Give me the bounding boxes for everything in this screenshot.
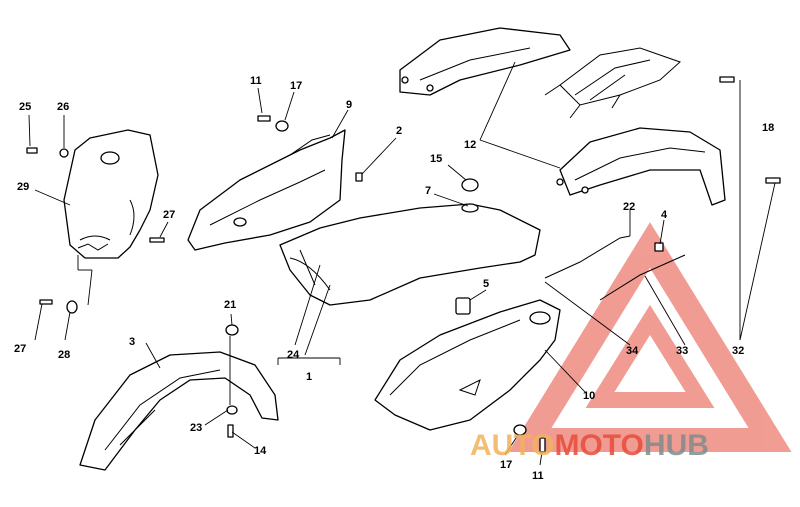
left-side-panel: [187, 129, 346, 251]
fender-fasteners: [225, 324, 546, 453]
callout-34: 34: [626, 345, 639, 357]
callout-labels: 25 26 29 27 27 28 11 17 9 2 15 7 12 18 2…: [14, 75, 774, 482]
callout-33: 33: [676, 345, 688, 357]
callout-32: 32: [732, 345, 744, 357]
rear-fender-upper: [399, 27, 571, 96]
front-number-plate: [63, 129, 159, 259]
screw-2: [355, 172, 363, 182]
watermark-hub: HUB: [644, 429, 709, 462]
support-rods: [544, 235, 686, 301]
callout-27: 27: [14, 343, 26, 355]
callout-11: 11: [250, 75, 262, 87]
fuel-cap: [461, 178, 479, 213]
callout-10: 10: [583, 390, 595, 402]
leader-lines: [28, 61, 776, 466]
tank-cover: [279, 203, 541, 306]
rear-rack: [544, 47, 681, 119]
callout-14: 14: [254, 445, 267, 457]
callout-18: 18: [762, 122, 774, 134]
callout-12: 12: [464, 139, 476, 151]
callout-1: 1: [306, 371, 312, 383]
watermark-text: AUTOMOTOHUB: [470, 429, 709, 462]
callout-4: 4: [661, 209, 668, 221]
watermark-logo: [508, 222, 792, 452]
watermark-moto: MOTO: [554, 429, 643, 462]
callout-17: 17: [500, 459, 512, 471]
front-fender: [79, 351, 279, 471]
callout-3: 3: [129, 336, 135, 348]
callout-5: 5: [483, 278, 489, 290]
rear-fender-lower: [556, 127, 726, 206]
right-side-panel: [374, 299, 561, 431]
callout-2: 2: [396, 125, 402, 137]
callout-22: 22: [623, 201, 635, 213]
callout-15: 15: [430, 153, 442, 165]
callout-27: 27: [163, 209, 175, 221]
clip-5: [455, 297, 471, 315]
washer-17a: [275, 120, 289, 132]
callout-23: 23: [190, 422, 202, 434]
callout-26: 26: [57, 101, 69, 113]
callout-11: 11: [532, 470, 544, 482]
callout-21: 21: [224, 299, 236, 311]
callout-29: 29: [17, 181, 29, 193]
callout-9: 9: [346, 99, 352, 111]
plate-fasteners: [26, 147, 165, 314]
svg-text:AUTOMOTOHUB: AUTOMOTOHUB: [470, 429, 709, 462]
callout-24: 24: [287, 349, 300, 361]
screw-18: [765, 177, 781, 184]
callout-28: 28: [58, 349, 70, 361]
callout-17: 17: [290, 80, 302, 92]
screw-11a: [257, 115, 271, 122]
callout-7: 7: [425, 185, 431, 197]
watermark-auto: AUTO: [470, 429, 554, 462]
screw-top: [719, 76, 735, 83]
callout-25: 25: [19, 101, 31, 113]
